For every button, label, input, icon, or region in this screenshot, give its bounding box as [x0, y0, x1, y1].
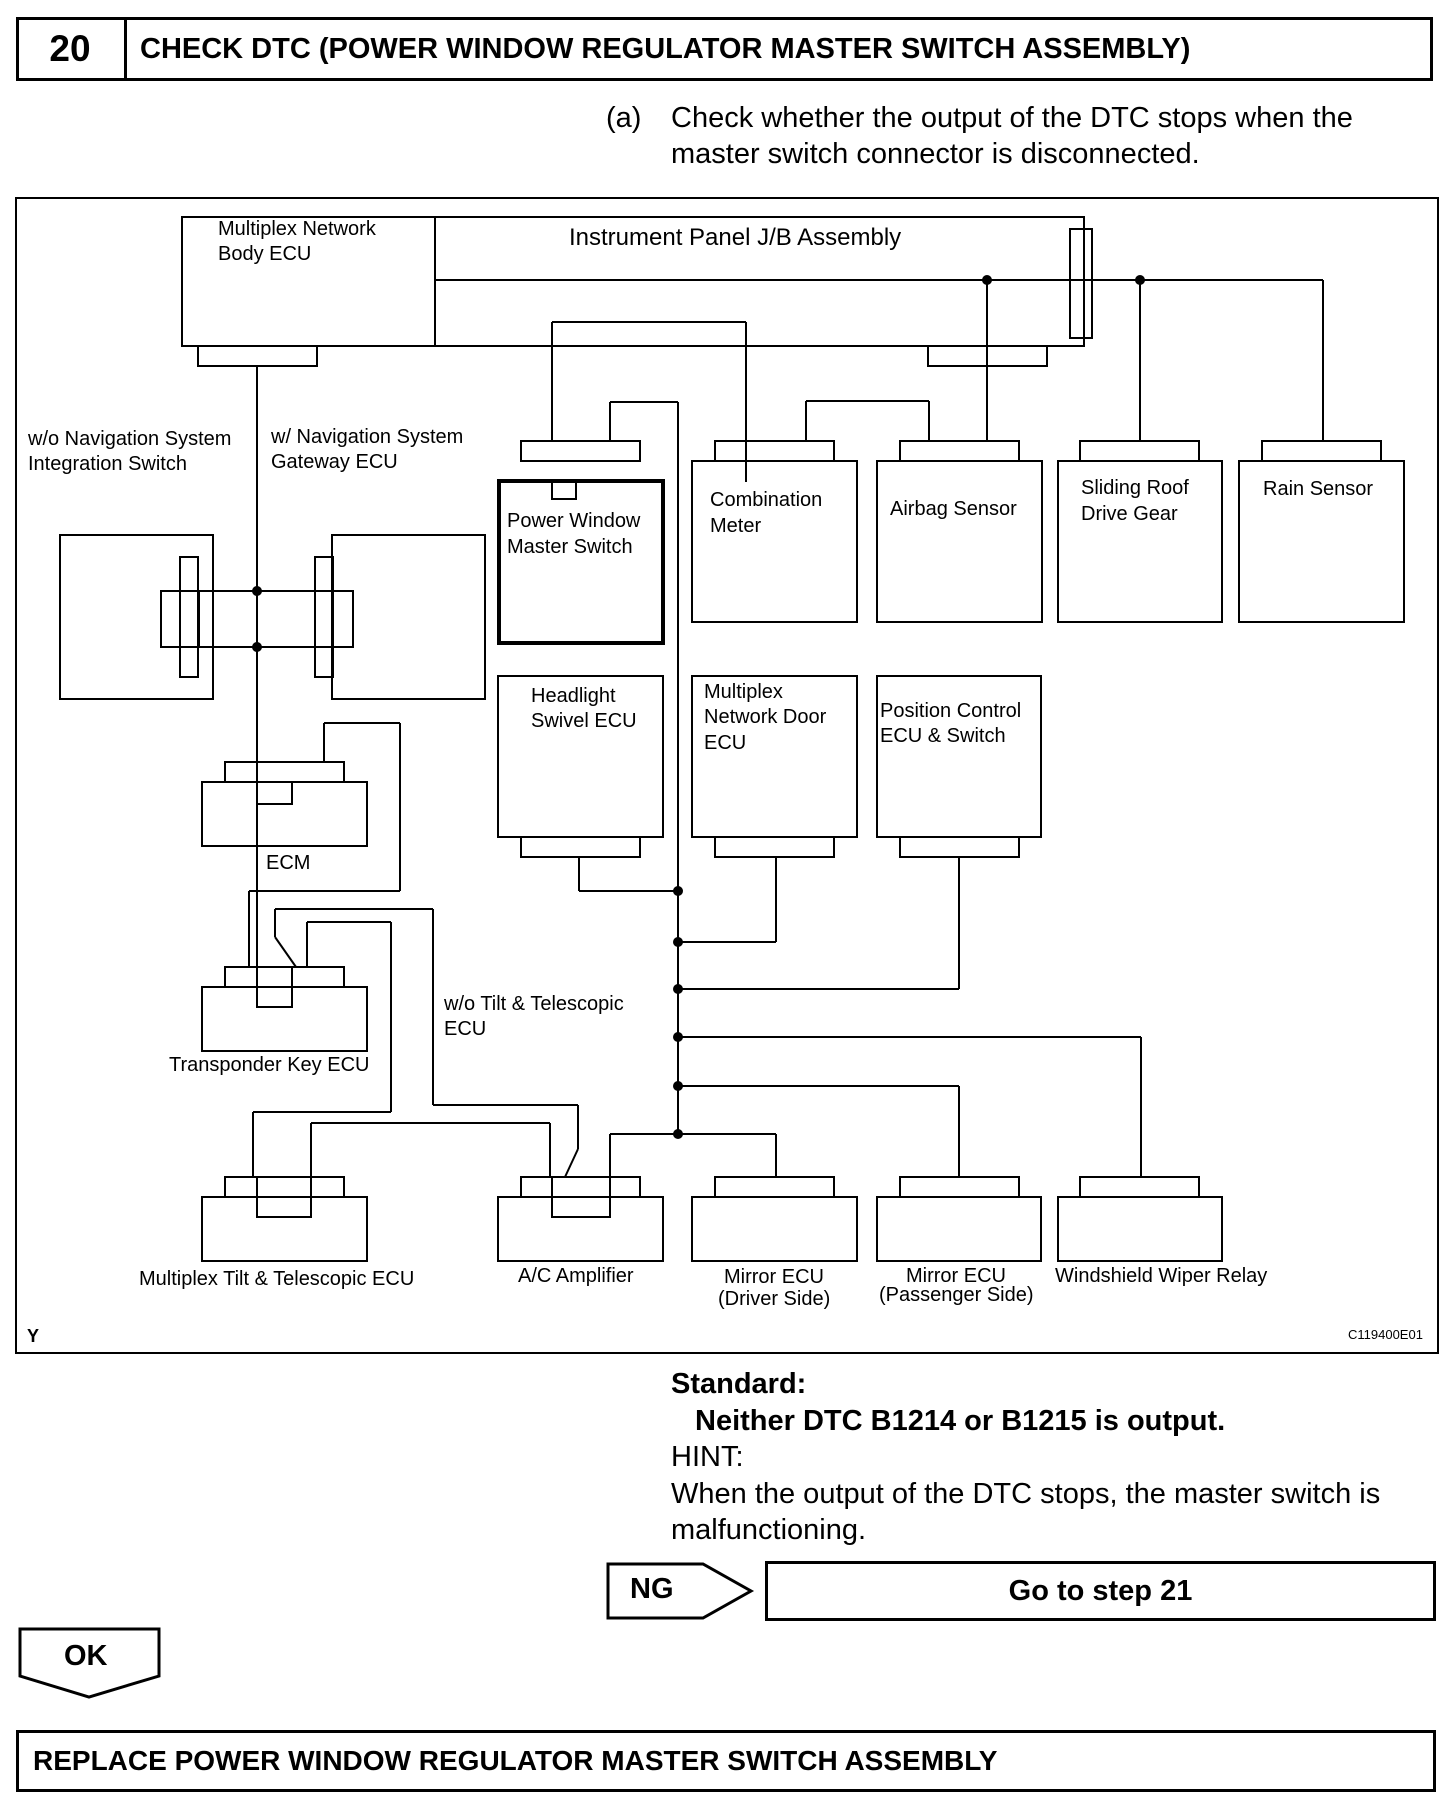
- jb-assembly-box: [181, 216, 1085, 347]
- instruction-marker: (a): [606, 102, 642, 134]
- combination-meter-label-1: Combination: [710, 489, 822, 511]
- hint-line-1: When the output of the DTC stops, the ma…: [671, 1478, 1381, 1510]
- mirror-ecu-driver-box: [691, 1196, 858, 1262]
- wo-tilt-label-1: w/o Tilt & Telescopic: [443, 993, 624, 1015]
- mirror-passenger-label-2: (Passenger Side): [879, 1284, 1034, 1306]
- ac-amplifier-label: A/C Amplifier: [518, 1265, 634, 1287]
- door-ecu-label-3: ECU: [704, 732, 746, 754]
- combination-meter-label-2: Meter: [710, 515, 761, 537]
- wiper-relay-label: Windshield Wiper Relay: [1055, 1265, 1267, 1287]
- w-nav-label-2: Gateway ECU: [271, 451, 398, 473]
- ac-amplifier-box: [497, 1196, 664, 1262]
- w-nav-label-1: w/ Navigation System: [270, 426, 463, 448]
- door-ecu-label-1: Multiplex: [704, 681, 783, 703]
- transponder-key-ecu-box: [201, 986, 368, 1052]
- pwms-label-2: Master Switch: [507, 536, 633, 558]
- gateway-ecu-box: [331, 534, 486, 700]
- mirror-passenger-label-1: Mirror ECU: [906, 1265, 1006, 1287]
- instruction-line-1: Check whether the output of the DTC stop…: [671, 102, 1353, 134]
- rain-sensor-box: [1238, 460, 1405, 623]
- mirror-ecu-passenger-box: [876, 1196, 1042, 1262]
- position-control-label-2: ECU & Switch: [880, 725, 1006, 747]
- rain-sensor-label: Rain Sensor: [1263, 478, 1373, 500]
- pwms-label-1: Power Window: [507, 510, 641, 532]
- mirror-driver-label-2: (Driver Side): [718, 1288, 830, 1310]
- mirror-driver-label-1: Mirror ECU: [724, 1266, 824, 1288]
- ecm-label: ECM: [266, 852, 310, 874]
- headlight-swivel-label-1: Headlight: [531, 685, 616, 707]
- splice-dot: [673, 886, 683, 896]
- power-window-master-switch-box: [497, 479, 665, 645]
- windshield-wiper-relay-box: [1057, 1196, 1223, 1262]
- wo-nav-label-1: w/o Navigation System: [27, 428, 231, 450]
- tilt-ecu-label: Multiplex Tilt & Telescopic ECU: [139, 1268, 414, 1290]
- can-bus-wiring-diagram: Multiplex Network Body ECU Instrument Pa…: [15, 197, 1439, 1354]
- integration-switch-box: [59, 534, 214, 700]
- hint-line-2: malfunctioning.: [671, 1514, 867, 1546]
- jb-title: Instrument Panel J/B Assembly: [569, 224, 901, 251]
- airbag-sensor-box: [876, 460, 1043, 623]
- position-control-label-1: Position Control: [880, 700, 1021, 722]
- combination-meter-box: [691, 460, 858, 623]
- wo-nav-label-2: Integration Switch: [28, 453, 187, 475]
- ng-go-to-step-box[interactable]: Go to step 21: [765, 1561, 1436, 1621]
- wo-tilt-label-2: ECU: [444, 1018, 486, 1040]
- splice-dot: [673, 984, 683, 994]
- diagram-border: [15, 197, 1439, 1354]
- sliding-roof-drive-gear-box: [1057, 460, 1223, 623]
- instruction-line-2: master switch connector is disconnected.: [671, 138, 1200, 170]
- splice-dot: [673, 937, 683, 947]
- corner-y: Y: [27, 1326, 39, 1346]
- multiplex-tilt-telescopic-ecu-box: [201, 1196, 368, 1262]
- final-action-box: REPLACE POWER WINDOW REGULATOR MASTER SW…: [16, 1730, 1436, 1792]
- sliding-roof-label-1: Sliding Roof: [1081, 477, 1189, 499]
- jb-bottom-left-connector: [197, 345, 318, 367]
- step-header-box: [16, 17, 1433, 81]
- step-number: 20: [16, 17, 127, 81]
- standard-value: Neither DTC B1214 or B1215 is output.: [695, 1405, 1226, 1437]
- ng-label: NG: [630, 1573, 674, 1605]
- transponder-key-ecu-label: Transponder Key ECU: [169, 1054, 369, 1076]
- airbag-sensor-label: Airbag Sensor: [890, 498, 1017, 520]
- sliding-roof-label-2: Drive Gear: [1081, 503, 1178, 525]
- standard-label: Standard:: [671, 1368, 807, 1400]
- step-title: CHECK DTC (POWER WINDOW REGULATOR MASTER…: [140, 32, 1191, 65]
- body-ecu-label-2: Body ECU: [218, 243, 311, 265]
- ng-arrow: [606, 1562, 755, 1620]
- body-ecu-label-1: Multiplex Network: [218, 218, 377, 240]
- figure-code: C119400E01: [1348, 1327, 1423, 1342]
- ok-label: OK: [64, 1640, 108, 1672]
- door-ecu-label-2: Network Door: [704, 706, 827, 728]
- hint-label: HINT:: [671, 1441, 744, 1473]
- ok-arrow: [18, 1627, 161, 1699]
- jb-right-connector: [1069, 228, 1093, 339]
- ecm-box: [201, 781, 368, 847]
- headlight-swivel-label-2: Swivel ECU: [531, 710, 637, 732]
